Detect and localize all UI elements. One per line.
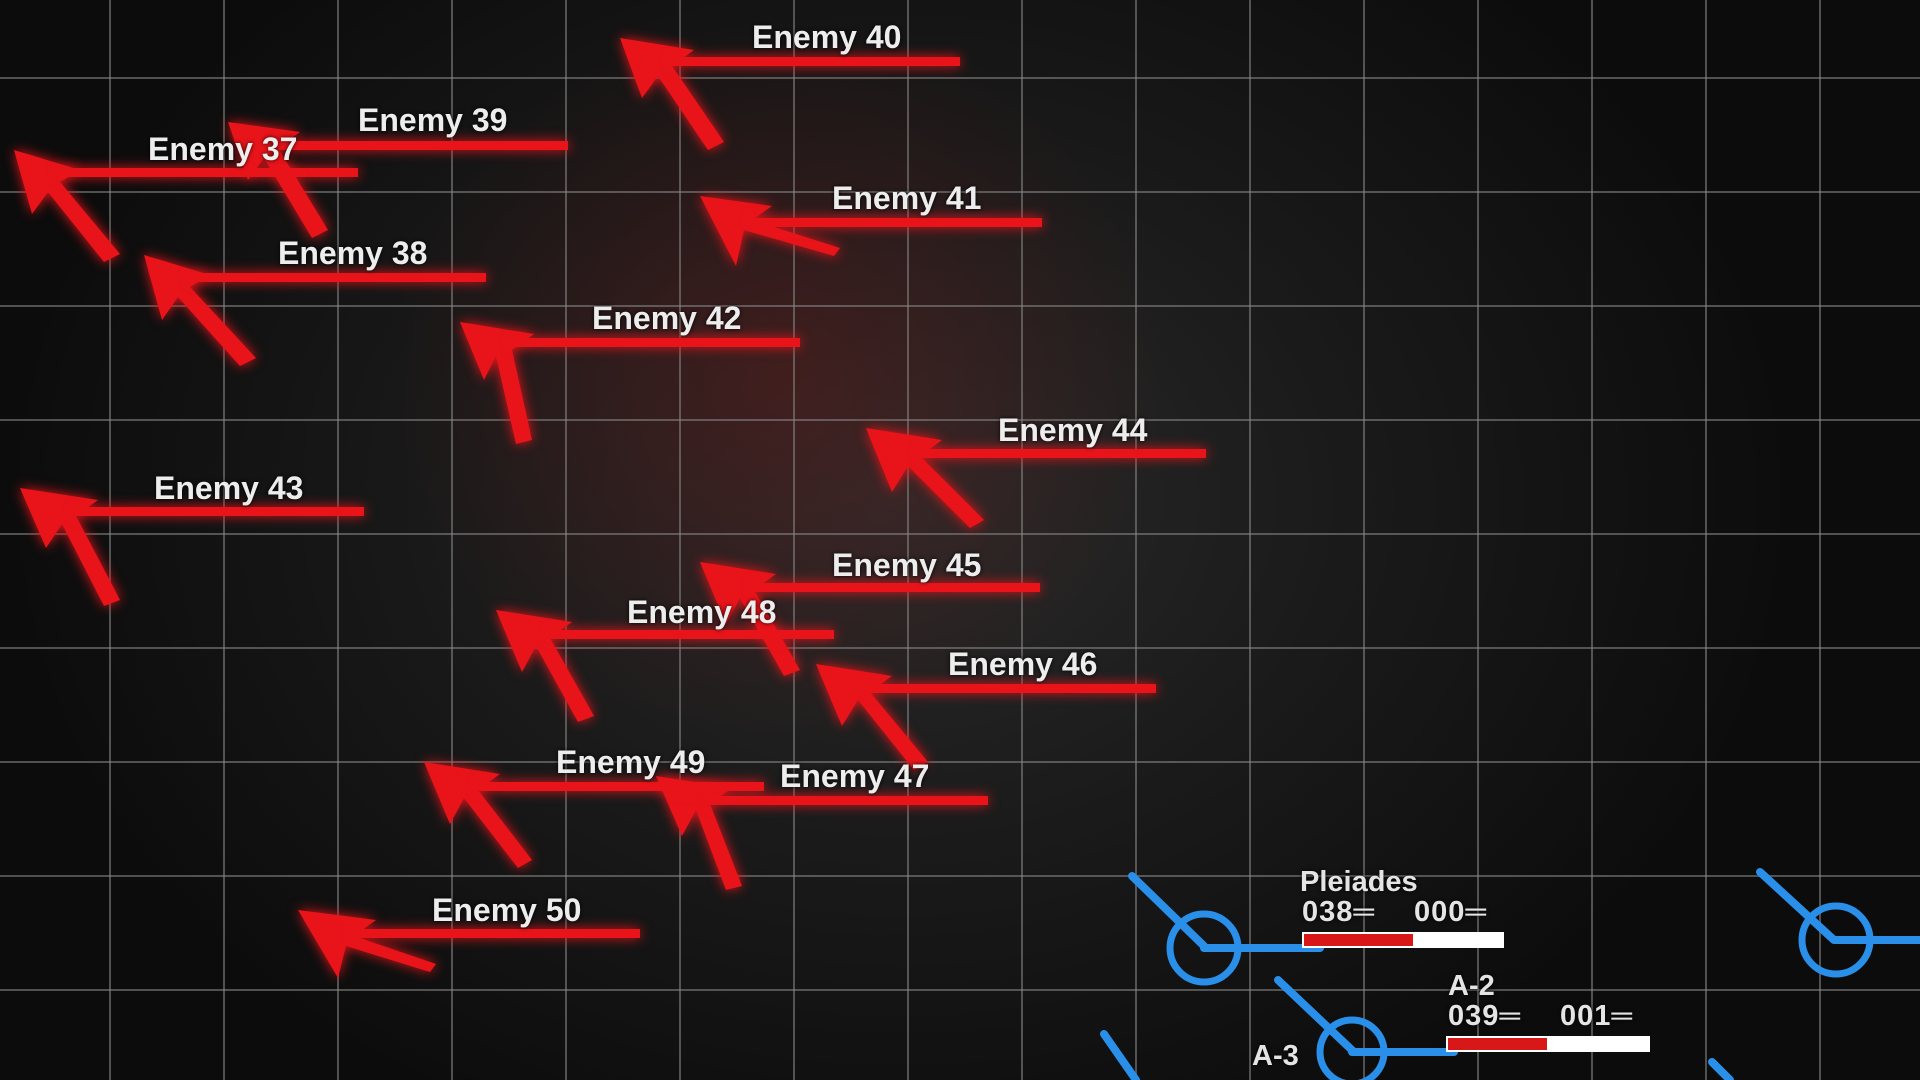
enemy-marker-38[interactable] <box>144 255 486 366</box>
enemy-label-50: Enemy 50 <box>432 892 582 928</box>
enemy-marker-40[interactable] <box>620 38 960 150</box>
pleiades-readout-a: 038═ <box>1302 896 1375 928</box>
pleiades-readout-b: 000═ <box>1414 896 1487 928</box>
enemy-label-37: Enemy 37 <box>148 131 298 167</box>
enemy-label-43: Enemy 43 <box>154 470 304 506</box>
enemy-label-47: Enemy 47 <box>780 758 930 794</box>
friendly-units <box>1100 868 1920 1080</box>
enemy-label-46: Enemy 46 <box>948 646 1098 682</box>
friendly-label-pleiades: Pleiades <box>1300 866 1418 898</box>
friendly-label-a3: A-3 <box>1252 1040 1299 1072</box>
enemy-marker-50[interactable] <box>298 910 640 978</box>
enemy-marker-39[interactable] <box>228 122 568 238</box>
enemy-units <box>14 38 1206 978</box>
enemy-label-42: Enemy 42 <box>592 300 742 336</box>
enemy-marker-43[interactable] <box>20 488 364 606</box>
enemy-label-41: Enemy 41 <box>832 180 982 216</box>
pleiades-health-bar <box>1302 932 1504 948</box>
enemy-label-40: Enemy 40 <box>752 19 902 55</box>
enemy-label-48: Enemy 48 <box>627 594 777 630</box>
enemy-marker-41[interactable] <box>700 196 1042 266</box>
enemy-marker-49[interactable] <box>424 762 764 868</box>
friendly-marker-a2[interactable] <box>1274 976 1458 1080</box>
a2-health-bar <box>1446 1036 1650 1052</box>
enemy-label-49: Enemy 49 <box>556 744 706 780</box>
enemy-marker-42[interactable] <box>460 322 800 444</box>
enemy-label-44: Enemy 44 <box>998 412 1148 448</box>
friendly-label-a2: A-2 <box>1448 970 1495 1002</box>
enemy-marker-47[interactable] <box>656 776 988 890</box>
enemy-marker-48[interactable] <box>496 610 834 722</box>
a2-readout-a: 039═ <box>1448 1000 1521 1032</box>
enemy-marker-45[interactable] <box>700 562 1040 676</box>
friendly-marker-a3[interactable] <box>1100 1030 1140 1080</box>
enemy-label-39: Enemy 39 <box>358 102 508 138</box>
a2-readout-b: 001═ <box>1560 1000 1633 1032</box>
enemy-label-45: Enemy 45 <box>832 547 982 583</box>
enemy-marker-46[interactable] <box>816 664 1156 770</box>
friendly-marker-offscreen-right[interactable] <box>1708 868 1920 1080</box>
enemy-marker-37[interactable] <box>14 150 358 262</box>
enemy-marker-44[interactable] <box>866 428 1206 528</box>
friendly-marker-pleiades[interactable] <box>1128 872 1324 986</box>
enemy-label-38: Enemy 38 <box>278 235 428 271</box>
